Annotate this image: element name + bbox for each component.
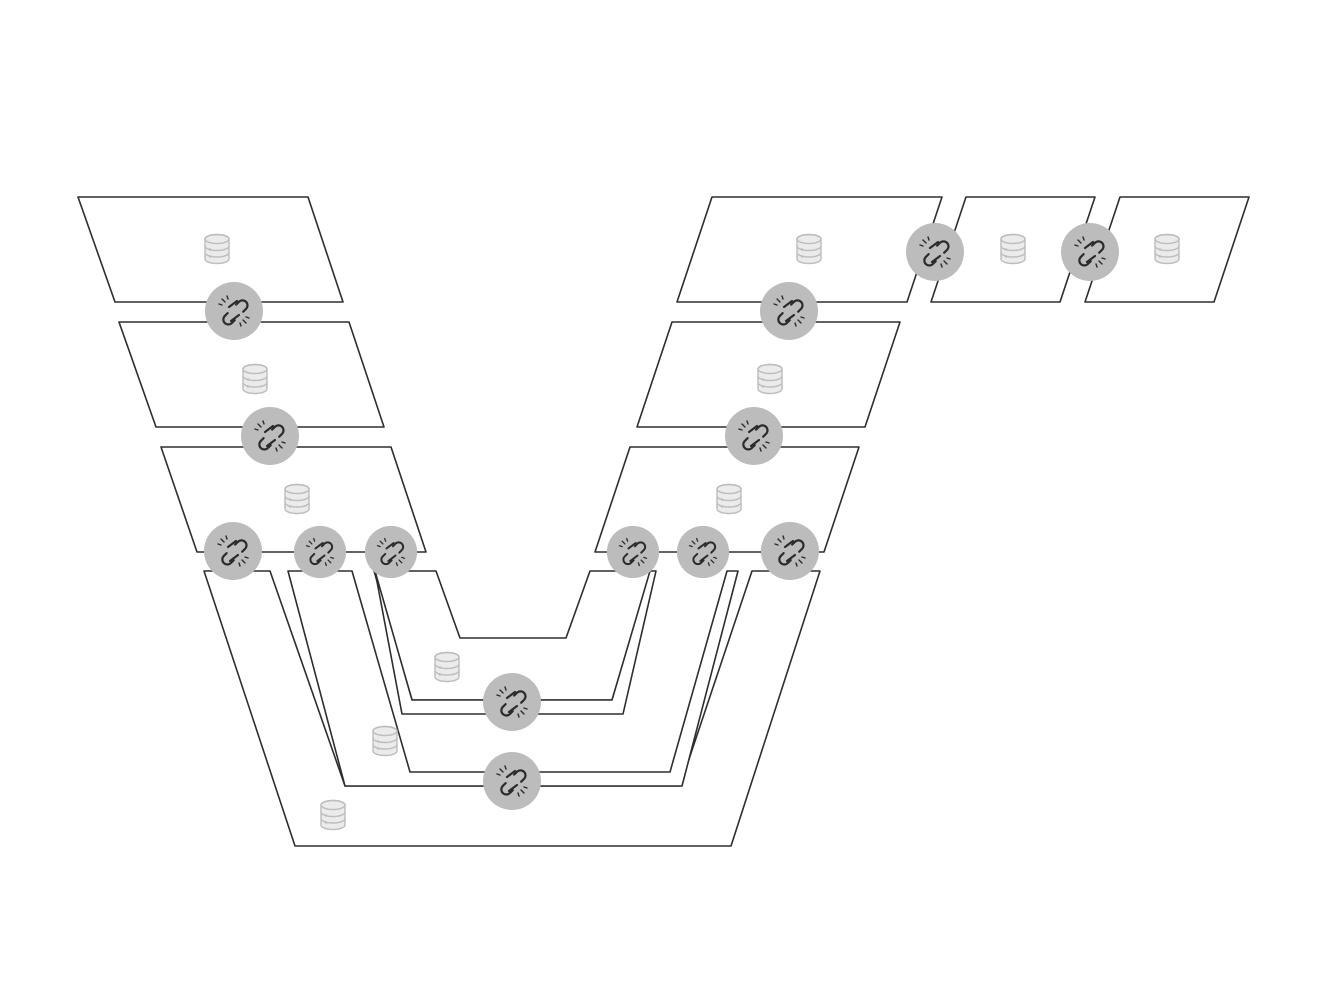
database-icon [320,799,346,831]
broken-link-icon[interactable] [203,280,265,342]
bridge-middle[interactable] [287,570,739,787]
broken-link-icon[interactable] [675,524,731,580]
broken-link-icon[interactable] [481,750,543,812]
broken-link-icon[interactable] [292,524,348,580]
database-icon [716,483,742,515]
broken-link-icon[interactable] [202,520,264,582]
broken-link-icon[interactable] [363,524,419,580]
database-icon [1000,233,1026,265]
database-icon [372,725,398,757]
bridge-inner-rail[interactable] [374,570,657,715]
broken-link-icon[interactable] [481,671,543,733]
database-icon [796,233,822,265]
broken-link-icon[interactable] [758,280,820,342]
broken-link-icon[interactable] [904,221,966,283]
database-icon [284,483,310,515]
broken-link-icon[interactable] [759,520,821,582]
broken-link-icon[interactable] [239,405,301,467]
database-icon [204,233,230,265]
database-icon [242,363,268,395]
broken-link-icon[interactable] [723,405,785,467]
database-icon [1154,233,1180,265]
database-icon [757,363,783,395]
broken-link-icon[interactable] [605,524,661,580]
database-icon [434,651,460,683]
broken-link-icon[interactable] [1059,221,1121,283]
